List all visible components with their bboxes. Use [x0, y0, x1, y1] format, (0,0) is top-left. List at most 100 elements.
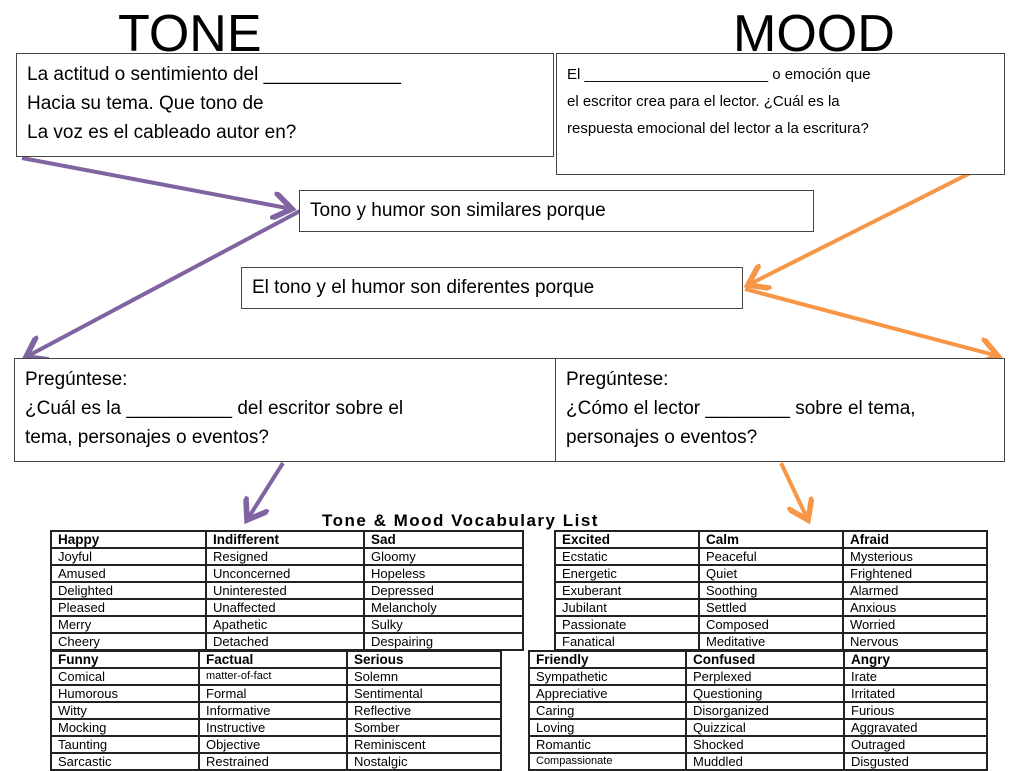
vocab-word: Joyful: [50, 547, 207, 566]
vocab-word: Ecstatic: [554, 547, 700, 566]
vocab-word: Settled: [698, 598, 844, 617]
vocab-word: Pleased: [50, 598, 207, 617]
vocab-word: Romantic: [528, 735, 687, 754]
vocab-header-row: Funny Factual Serious: [50, 650, 502, 669]
vocab-word: Uninterested: [205, 581, 365, 600]
vocab-word: Disorganized: [685, 701, 845, 720]
arrow-ask-right-to-vocab: [779, 462, 808, 520]
vocab-word: Sentimental: [346, 684, 502, 703]
vocab-word: Jubilant: [554, 598, 700, 617]
arrow-similar-to-ask-left: [26, 209, 301, 357]
vocab-header: Confused: [685, 650, 845, 669]
vocab-word: Caring: [528, 701, 687, 720]
tone-definition-box: La actitud o sentimiento del ___________…: [16, 53, 554, 157]
vocab-word: Unaffected: [205, 598, 365, 617]
vocab-word: Formal: [198, 684, 348, 703]
ask-tone-line-1: Pregúntese:: [25, 369, 128, 390]
vocab-word: Alarmed: [842, 581, 988, 600]
vocab-word: Cheery: [50, 632, 207, 651]
vocab-list-title: Tone & Mood Vocabulary List: [322, 511, 599, 530]
different-prompt-text: El tono y el humor son diferentes porque: [252, 277, 595, 298]
vocab-header: Factual: [198, 650, 348, 669]
mood-definition-box: El ______________________ o emoción que …: [556, 53, 1005, 175]
vocab-word: Melancholy: [363, 598, 524, 617]
vocab-header: Excited: [554, 530, 700, 549]
vocab-word: Peaceful: [698, 547, 844, 566]
vocab-header: Happy: [50, 530, 207, 549]
vocab-word: Passionate: [554, 615, 700, 634]
similar-prompt-box: Tono y humor son similares porque: [299, 190, 814, 232]
vocab-word: Energetic: [554, 564, 700, 583]
mood-line-1: El ______________________ o emoción que: [567, 66, 871, 83]
vocab-word: Outraged: [843, 735, 988, 754]
vocab-word: Reflective: [346, 701, 502, 720]
mood-line-2: el escritor crea para el lector. ¿Cuál e…: [567, 93, 840, 110]
vocab-word: Nervous: [842, 632, 988, 651]
arrow-mood-to-different: [748, 154, 1005, 285]
vocab-header-row: Happy Indifferent Sad: [50, 530, 524, 549]
vocab-word: Informative: [198, 701, 348, 720]
vocab-word: Loving: [528, 718, 687, 737]
vocab-word: Humorous: [50, 684, 200, 703]
vocab-word: Appreciative: [528, 684, 687, 703]
tone-line-3: La voz es el cableado autor en?: [27, 122, 297, 143]
ask-mood-line-1: Pregúntese:: [566, 369, 669, 390]
vocab-word: Despairing: [363, 632, 524, 651]
vocab-word: Irritated: [843, 684, 988, 703]
ask-tone-line-2: ¿Cuál es la __________ del escritor sobr…: [25, 398, 404, 419]
vocab-word: Apathetic: [205, 615, 365, 634]
vocab-word: Instructive: [198, 718, 348, 737]
vocab-header: Funny: [50, 650, 200, 669]
similar-prompt-text: Tono y humor son similares porque: [310, 200, 606, 221]
vocab-header: Indifferent: [205, 530, 365, 549]
vocab-word: Perplexed: [685, 667, 845, 686]
vocab-word: Sulky: [363, 615, 524, 634]
vocab-word: Worried: [842, 615, 988, 634]
vocab-word: Gloomy: [363, 547, 524, 566]
tone-line-1: La actitud o sentimiento del ___________…: [27, 64, 401, 85]
vocab-word: Disgusted: [843, 752, 988, 771]
ask-tone-line-3: tema, personajes o eventos?: [25, 427, 269, 448]
vocab-header: Friendly: [528, 650, 687, 669]
vocab-word: Restrained: [198, 752, 348, 771]
vocab-word: Taunting: [50, 735, 200, 754]
vocab-word: Anxious: [842, 598, 988, 617]
vocab-word: Reminiscent: [346, 735, 502, 754]
ask-mood-box: Pregúntese: ¿Cómo el lector ________ sob…: [555, 358, 1005, 462]
vocab-header: Angry: [843, 650, 988, 669]
vocab-word: Muddled: [685, 752, 845, 771]
vocab-word: Sympathetic: [528, 667, 687, 686]
vocab-header-row: Friendly Confused Angry: [528, 650, 988, 669]
vocab-header: Serious: [346, 650, 502, 669]
vocab-word: Meditative: [698, 632, 844, 651]
vocab-word: Witty: [50, 701, 200, 720]
vocab-word: Soothing: [698, 581, 844, 600]
vocab-word: Detached: [205, 632, 365, 651]
vocab-word: Mocking: [50, 718, 200, 737]
vocab-word: Somber: [346, 718, 502, 737]
